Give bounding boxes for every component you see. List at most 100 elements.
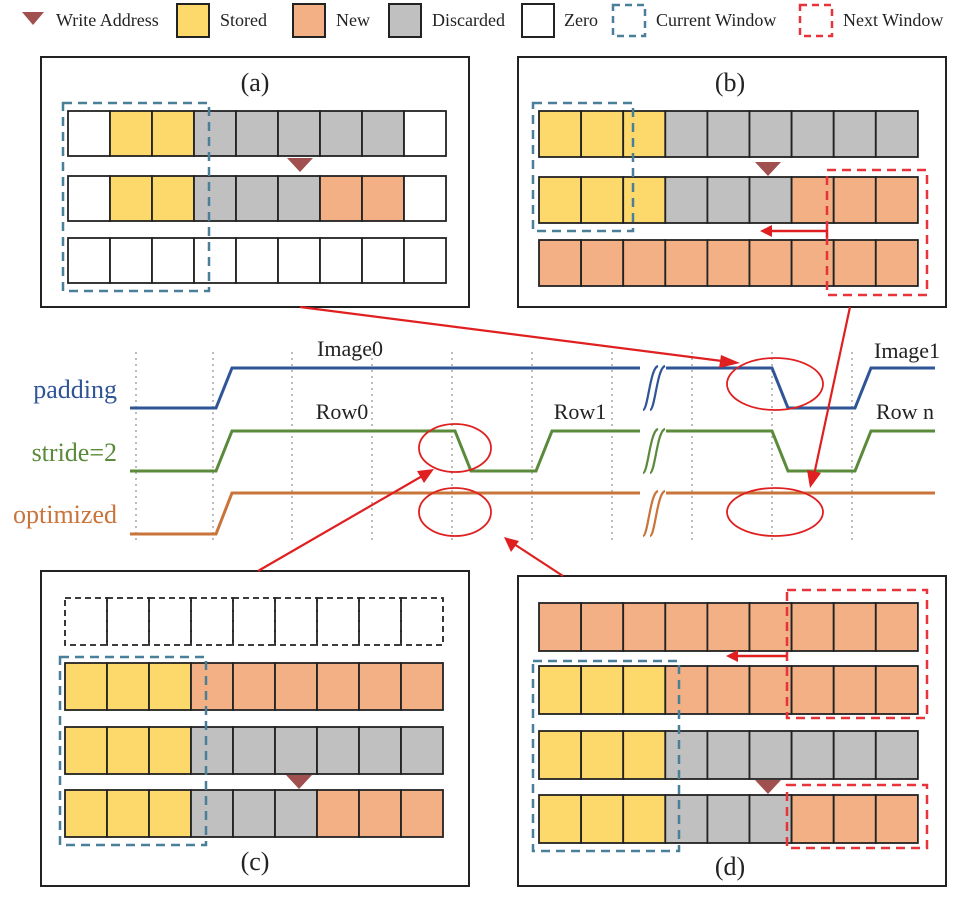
- legend-zero-swatch: [521, 3, 555, 38]
- panel-a-cell-zero: [67, 237, 111, 284]
- optimized-waveform: [130, 491, 935, 536]
- panel-d-cell-new: [748, 602, 793, 652]
- panel-d-cell-new: [706, 665, 751, 715]
- stride-waveform: [130, 429, 935, 473]
- padding-time-break: [641, 364, 666, 412]
- panel-a-cell-zero: [403, 110, 447, 157]
- panel-c-cell-new: [316, 789, 360, 838]
- signal-padding-label: padding: [33, 375, 117, 404]
- padding-waveform: [130, 366, 935, 410]
- panel-d-cell-discarded: [748, 794, 793, 844]
- legend-discarded-label: Discarded: [432, 10, 505, 30]
- panel-b-cell-discarded: [664, 176, 709, 224]
- panel-b-cell-stored: [622, 176, 667, 224]
- wave-label-image0: Image0: [317, 336, 383, 361]
- panel-b-cell-discarded: [706, 110, 751, 158]
- panel-c-cell-discarded: [358, 726, 402, 775]
- panel-d-cell-discarded: [790, 730, 835, 780]
- panel-b-cell-stored: [580, 176, 625, 224]
- panel-b-cell-discarded: [664, 110, 709, 158]
- legend-next-window-swatch: [798, 3, 834, 38]
- panel-b-cell-discarded: [790, 110, 835, 158]
- panel-d-cell-new: [622, 602, 667, 652]
- signal-stride-label: stride=2: [32, 438, 117, 467]
- panel-a-cell-discarded: [193, 110, 237, 157]
- panel-c-cell-discarded: [190, 726, 234, 775]
- panel-d-cell-stored: [580, 665, 625, 715]
- legend-new-label: New: [336, 10, 370, 30]
- panel-b-cell-discarded: [874, 110, 919, 158]
- panel-c-cell-stored: [148, 662, 192, 711]
- panel-c-cell-discarded: [190, 789, 234, 838]
- panel-d-cell-stored: [538, 665, 582, 715]
- panel-d-next-window-top: [785, 588, 929, 720]
- panel-d-cell-new: [790, 602, 835, 652]
- panel-b-cell-new: [580, 239, 625, 287]
- panel-d-cell-new: [874, 665, 919, 715]
- panel-d-cell-stored: [538, 730, 582, 780]
- panel-a-cell-zero: [67, 175, 111, 222]
- panel-c-current-window: [58, 655, 208, 847]
- panel-c-cell-discarded: [274, 726, 318, 775]
- panel-b-cell-new: [706, 239, 751, 287]
- panel-d-cell-new: [748, 665, 793, 715]
- panel-b-cell-new: [874, 239, 919, 287]
- panel-d-cell-discarded: [706, 730, 751, 780]
- panel-b-cell-stored: [538, 110, 582, 158]
- panel-c-cell-discarded: [274, 789, 318, 838]
- panel-a-cell-discarded: [361, 110, 405, 157]
- panel-a-cell-new: [319, 175, 363, 222]
- legend-current-window-swatch: [611, 3, 647, 38]
- panel-a-cell-zero: [403, 175, 447, 222]
- panel-b-cell-stored: [622, 110, 667, 158]
- panel-a-cell-zero: [67, 110, 111, 157]
- panel-c-cell-discarded: [232, 726, 276, 775]
- panel-c-cell-stored: [148, 789, 192, 838]
- panel-c-cell-stored: [64, 789, 108, 838]
- panel-b-cell-discarded: [832, 110, 877, 158]
- panel-d-shift-arrow: [726, 650, 787, 662]
- panel-b-cell-new: [664, 239, 709, 287]
- panel-a-cell-zero: [193, 237, 237, 284]
- panel-d-cell-stored: [622, 794, 667, 844]
- panel-d-cell-new: [832, 602, 877, 652]
- panel-b-write-address-icon: [755, 162, 781, 176]
- panel-d-cell-stored: [622, 730, 667, 780]
- panel-d-cell-new: [664, 602, 709, 652]
- panel-d-cell-new: [874, 794, 919, 844]
- panel-c-cell-discarded: [232, 789, 276, 838]
- legend-stored-label: Stored: [220, 10, 267, 30]
- panel-c-cell-discarded: [400, 726, 444, 775]
- panel-b-cell-new: [832, 239, 877, 287]
- panel-b-current-window: [531, 101, 635, 233]
- arrow-panel-a-to-padding: [299, 305, 740, 368]
- panel-a-current-window: [61, 101, 211, 293]
- panel-c-cell-stored: [106, 789, 150, 838]
- legend-zero-label: Zero: [564, 10, 598, 30]
- legend: Write Address Stored New Discarded Zero …: [22, 3, 943, 38]
- panel-c-write-address-icon: [286, 775, 312, 789]
- panel-c-cell-new: [400, 789, 444, 838]
- panel-a-cell-new: [361, 175, 405, 222]
- wave-label-row0: Row0: [316, 399, 369, 424]
- panel-b-cell-discarded: [748, 176, 793, 224]
- panel-d-cell-new: [706, 602, 751, 652]
- legend-write-address-label: Write Address: [56, 10, 159, 30]
- panel-a-buffer-rows: [67, 110, 447, 284]
- panel-d-cell-new: [664, 665, 709, 715]
- panel-a-cell-zero: [235, 237, 279, 284]
- panel-b-cell-new: [748, 239, 793, 287]
- panel-c-label: (c): [241, 847, 270, 876]
- panel-c-cell-stored: [106, 662, 150, 711]
- panel-d-next-window-bottom: [785, 783, 929, 850]
- panel-b-cell-discarded: [706, 176, 751, 224]
- panel-b-label: (b): [715, 68, 745, 97]
- panel-a-cell-discarded: [319, 110, 363, 157]
- panel-a-cell-stored: [109, 175, 153, 222]
- highlight-ellipses: [418, 357, 824, 537]
- panel-c-cell-new: [190, 662, 234, 711]
- link-arrows: [257, 305, 852, 577]
- panel-a-cell-stored: [151, 175, 195, 222]
- panel-a-write-address-icon: [287, 158, 313, 172]
- arrow-panel-c-to-stride: [257, 469, 434, 572]
